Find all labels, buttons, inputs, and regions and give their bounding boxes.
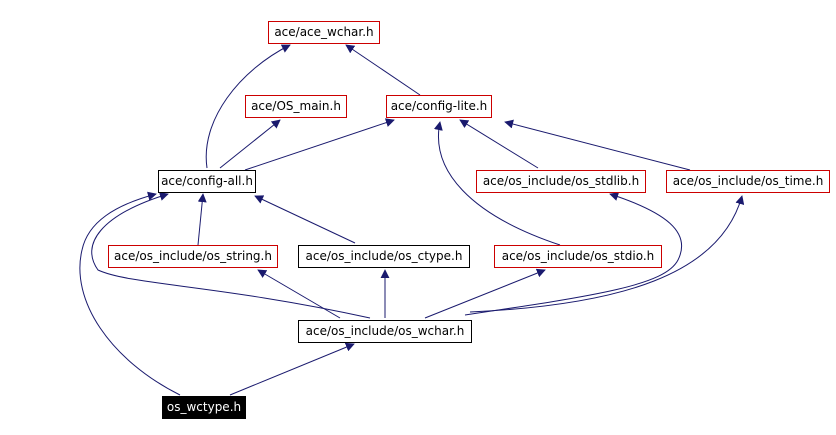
edge-os-wchar-to-os-stdlib xyxy=(464,192,683,316)
edge-os-wchar-to-os-time xyxy=(469,195,745,313)
edge-os-wctype-to-config-all xyxy=(79,191,181,396)
edge-os-stdio-to-config-lite xyxy=(433,121,561,246)
edge-os-time-to-config-lite xyxy=(504,119,691,171)
node-os-wchar-h[interactable]: ace/os_include/os_wchar.h xyxy=(298,320,472,343)
edge-os-string-to-config-all xyxy=(197,193,207,246)
node-config-lite-h[interactable]: ace/config-lite.h xyxy=(386,95,492,118)
edge-os-wctype-to-os-wchar xyxy=(229,342,355,396)
node-os-time-h[interactable]: ace/os_include/os_time.h xyxy=(666,170,830,193)
node-os-ctype-h[interactable]: ace/os_include/os_ctype.h xyxy=(298,245,470,268)
edge-os-stdlib-to-config-lite xyxy=(459,119,539,169)
node-os-string-h[interactable]: ace/os_include/os_string.h xyxy=(108,245,278,268)
edge-os-wchar-to-config-all xyxy=(91,192,371,319)
edge-os-wchar-to-os-string xyxy=(257,269,341,319)
edge-config-all-to-os-main xyxy=(219,119,281,169)
edge-config-lite-to-ace-wchar xyxy=(345,44,421,96)
node-os-stdio-h[interactable]: ace/os_include/os_stdio.h xyxy=(494,245,662,268)
node-os-stdlib-h[interactable]: ace/os_include/os_stdlib.h xyxy=(476,170,646,193)
edge-config-all-to-ace-wchar xyxy=(205,44,291,169)
node-config-all-h[interactable]: ace/config-all.h xyxy=(158,170,256,193)
edge-os-wchar-to-os-stdio xyxy=(424,268,546,319)
node-ace-wchar-h[interactable]: ace/ace_wchar.h xyxy=(268,21,380,44)
edge-os-ctype-to-config-all xyxy=(254,195,356,244)
node-os-main-h[interactable]: ace/OS_main.h xyxy=(245,95,347,118)
edge-config-all-to-config-lite xyxy=(244,118,395,171)
node-os-wctype-h: os_wctype.h xyxy=(162,396,246,419)
